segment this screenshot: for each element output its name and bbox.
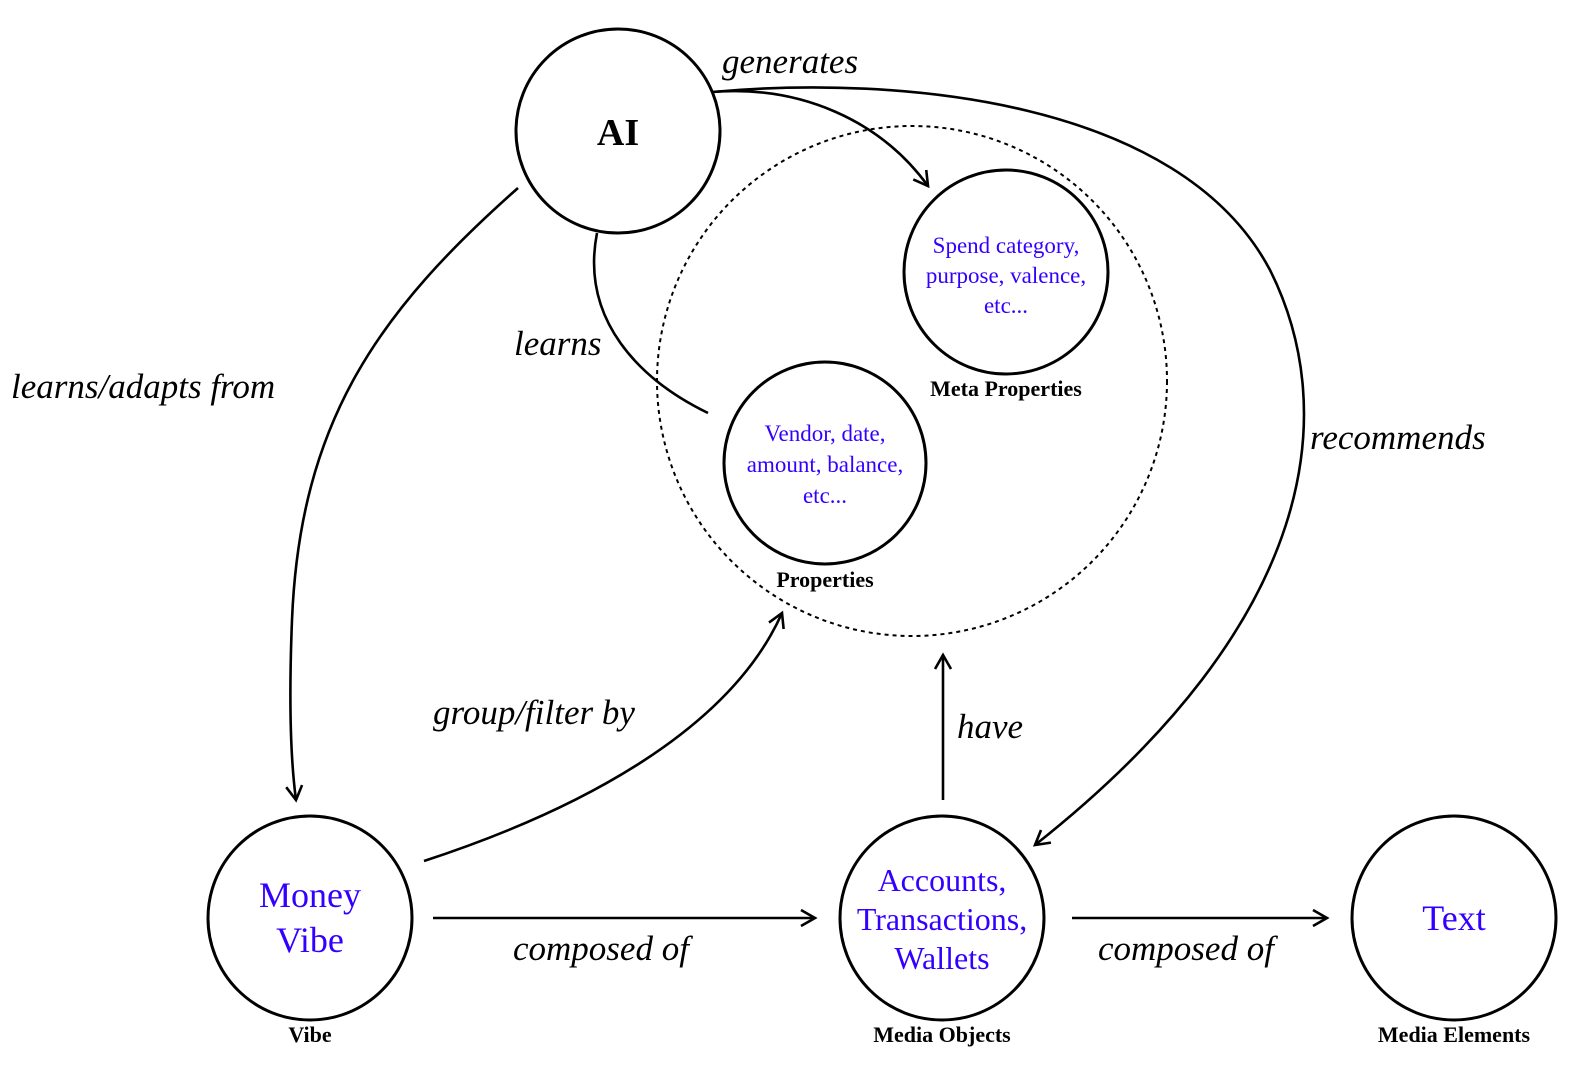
label-recommends: recommends: [1310, 418, 1486, 457]
edge-recommends: [711, 86, 1306, 847]
media-objects-line-2: Transactions,: [857, 901, 1027, 937]
node-properties: Vendor, date, amount, balance, etc... Pr…: [722, 360, 928, 592]
meta-properties-line-2: purpose, valence,: [926, 263, 1086, 288]
properties-line-3: etc...: [803, 483, 847, 508]
label-generates: generates: [722, 42, 858, 81]
label-composed-of-objects: composed of: [513, 929, 693, 968]
meta-properties-caption: Meta Properties: [930, 376, 1082, 401]
properties-group-ring: [656, 125, 1168, 637]
edge-learns-adapts-from: [285, 187, 519, 803]
vibe-line-2: Vibe: [276, 920, 344, 960]
meta-properties-line-3: etc...: [984, 293, 1028, 318]
edge-generates: [711, 89, 930, 189]
node-meta-properties: Spend category, purpose, valence, etc...…: [902, 168, 1110, 401]
meta-properties-circle: [902, 168, 1110, 376]
edge-group-filter-by: [423, 610, 785, 863]
ai-title: AI: [597, 112, 639, 154]
properties-caption: Properties: [776, 567, 874, 592]
node-media-elements: Text Media Elements: [1350, 814, 1558, 1047]
label-learns-adapts-from: learns/adapts from: [11, 367, 275, 406]
ai-circle: [514, 27, 722, 235]
label-have: have: [957, 707, 1023, 746]
label-group-filter-by: group/filter by: [433, 693, 635, 732]
media-objects-circle: [838, 814, 1046, 1022]
node-ai: AI: [514, 27, 722, 235]
media-objects-line-3: Wallets: [894, 940, 989, 976]
media-elements-caption: Media Elements: [1378, 1022, 1531, 1047]
properties-line-1: Vendor, date,: [764, 421, 885, 446]
properties-circle: [722, 360, 928, 566]
vibe-circle: [206, 814, 414, 1022]
node-media-objects: Accounts, Transactions, Wallets Media Ob…: [838, 814, 1046, 1047]
node-vibe: Money Vibe Vibe: [206, 814, 414, 1047]
media-objects-line-1: Accounts,: [878, 862, 1007, 898]
label-learns: learns: [514, 324, 602, 363]
vibe-line-1: Money: [259, 875, 361, 915]
meta-properties-line-1: Spend category,: [933, 233, 1080, 258]
vibe-caption: Vibe: [288, 1022, 331, 1047]
media-objects-caption: Media Objects: [873, 1022, 1011, 1047]
media-elements-circle: [1350, 814, 1558, 1022]
edge-learns: [592, 232, 709, 415]
label-composed-of-elements: composed of: [1098, 929, 1278, 968]
properties-line-2: amount, balance,: [747, 452, 903, 477]
media-elements-line-1: Text: [1422, 898, 1485, 938]
